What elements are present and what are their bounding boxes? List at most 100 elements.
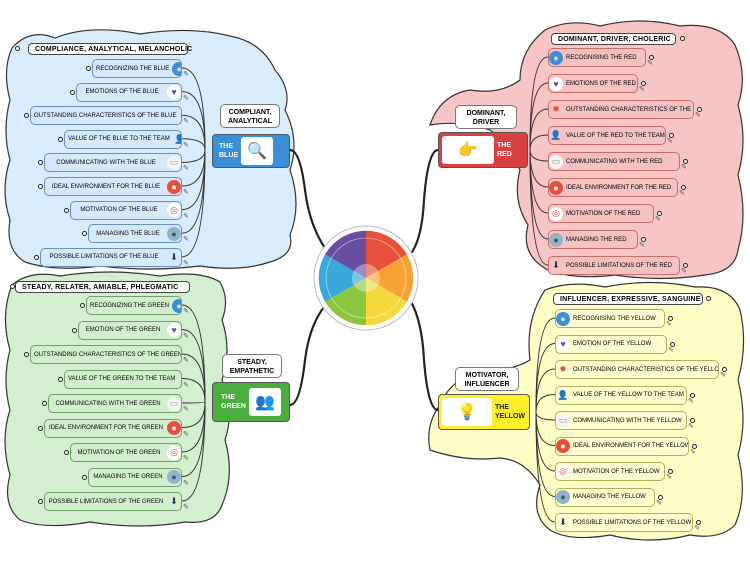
branch-node-dot[interactable] <box>38 499 43 504</box>
note-icon[interactable]: ✎ <box>667 138 673 145</box>
note-icon[interactable]: ✎ <box>183 357 189 364</box>
red-item-2[interactable]: ♥EMOTIONS OF THE RED <box>548 74 638 93</box>
green-central-node[interactable]: THE GREEN 👥 <box>212 382 290 422</box>
note-icon[interactable]: ✎ <box>656 499 662 507</box>
branch-node-dot[interactable] <box>657 211 662 216</box>
branch-node-dot[interactable] <box>42 401 47 406</box>
green-item-8[interactable]: MANAGING THE GREEN● <box>88 467 182 487</box>
note-icon[interactable]: ✎ <box>666 474 672 481</box>
blue-title-dot[interactable] <box>15 46 20 51</box>
blue-item-4[interactable]: VALUE OF THE BLUE TO THE TEAM👤 <box>64 129 182 149</box>
branch-node-dot[interactable] <box>64 450 69 455</box>
branch-node-dot[interactable] <box>696 520 701 525</box>
yellow-item-3[interactable]: ✹OUTSTANDING CHARACTERISTICS OF THE YELL… <box>555 360 719 379</box>
note-icon[interactable]: ✎ <box>681 164 687 171</box>
note-icon[interactable]: ✎ <box>183 94 189 102</box>
green-item-4[interactable]: VALUE OF THE GREEN TO THE TEAM👤 <box>64 369 182 389</box>
red-item-1[interactable]: ●RECOGNISING THE RED <box>548 48 646 67</box>
blue-item-7[interactable]: MOTIVATION OF THE BLUE◎ <box>70 200 182 220</box>
red-item-8[interactable]: ●MANAGING THE RED <box>548 230 638 249</box>
green-item-5[interactable]: COMMUNICATING WITH THE GREEN▭ <box>48 394 182 413</box>
note-icon[interactable]: ✎ <box>183 189 189 196</box>
yellow-item-4[interactable]: 👤VALUE OF THE YELLOW TO THE TEAM <box>555 385 687 405</box>
red-item-4[interactable]: 👤VALUE OF THE RED TO THE TEAM <box>548 126 666 145</box>
note-icon[interactable]: ✎ <box>720 372 726 379</box>
branch-node-dot[interactable] <box>24 113 29 119</box>
green-item-9[interactable]: POSSIBLE LIMITATIONS OF THE GREEN⬇ <box>44 492 182 511</box>
green-title[interactable]: STEADY, RELATER, AMIABLE, PHLEGMATIC <box>15 281 190 293</box>
branch-node-dot[interactable] <box>692 443 697 449</box>
branch-node-dot[interactable] <box>641 237 646 242</box>
red-item-3[interactable]: ✹OUTSTANDING CHARACTERISTICS OF THE RED <box>548 100 694 119</box>
branch-node-dot[interactable] <box>668 316 673 321</box>
red-item-7[interactable]: ◎MOTIVATION OF THE RED <box>548 204 654 223</box>
yellow-item-6[interactable]: ●IDEAL ENVIRONMENT FOR THE YELLOW <box>555 436 689 456</box>
red-title-dot[interactable] <box>680 36 685 41</box>
blue-title[interactable]: COMPLIANCE, ANALYTICAL, MELANCHOLIC <box>28 43 192 55</box>
note-icon[interactable]: ✎ <box>183 236 189 244</box>
yellow-item-9[interactable]: ⬇POSSIBLE LIMITATIONS OF THE YELLOW <box>555 513 693 532</box>
red-item-6[interactable]: ●IDEAL ENVIRONMENT FOR THE RED <box>548 178 678 197</box>
branch-node-dot[interactable] <box>722 367 727 372</box>
branch-node-dot[interactable] <box>681 185 686 190</box>
branch-node-dot[interactable] <box>668 469 673 474</box>
yellow-item-8[interactable]: ●MANAGING THE YELLOW <box>555 487 655 507</box>
note-icon[interactable]: ✎ <box>695 112 701 119</box>
green-item-2[interactable]: EMOTION OF THE GREEN♥ <box>78 320 182 340</box>
branch-node-dot[interactable] <box>641 81 646 86</box>
branch-node-dot[interactable] <box>669 133 674 138</box>
yellow-item-1[interactable]: ●RECOGNISING THE YELLOW <box>555 309 665 328</box>
note-icon[interactable]: ✎ <box>668 346 674 354</box>
blue-item-2[interactable]: EMOTIONS OF THE BLUE♥ <box>76 82 182 102</box>
note-icon[interactable]: ✎ <box>688 423 694 430</box>
note-icon[interactable]: ✎ <box>183 430 189 438</box>
note-icon[interactable]: ✎ <box>183 165 189 173</box>
green-item-1[interactable]: RECOGNIZING THE GREEN● <box>86 296 182 315</box>
branch-node-dot[interactable] <box>649 55 654 60</box>
note-icon[interactable]: ✎ <box>639 242 645 249</box>
branch-node-dot[interactable] <box>683 263 688 268</box>
note-icon[interactable]: ✎ <box>183 212 189 220</box>
yellow-item-7[interactable]: ◎MOTIVATION OF THE YELLOW <box>555 462 665 481</box>
note-icon[interactable]: ✎ <box>183 118 189 126</box>
note-icon[interactable]: ✎ <box>639 86 645 93</box>
red-item-5[interactable]: ▭COMMUNICATING WITH THE RED <box>548 152 680 171</box>
green-item-6[interactable]: IDEAL ENVIRONMENT FOR THE GREEN● <box>44 418 182 438</box>
branch-node-dot[interactable] <box>38 160 43 166</box>
green-item-7[interactable]: MOTIVATION OF THE GREEN◎ <box>70 443 182 462</box>
branch-node-dot[interactable] <box>38 425 43 431</box>
branch-node-dot[interactable] <box>82 474 87 480</box>
yellow-item-5[interactable]: ▭COMMUNICATING WITH THE YELLOW <box>555 411 687 430</box>
blue-item-9[interactable]: POSSIBLE LIMITATIONS OF THE BLUE⬇ <box>40 247 182 267</box>
note-icon[interactable]: ✎ <box>183 71 189 78</box>
red-item-9[interactable]: ⬇POSSIBLE LIMITATIONS OF THE RED <box>548 256 680 275</box>
blue-item-8[interactable]: MANAGING THE BLUE● <box>88 224 182 244</box>
note-icon[interactable]: ✎ <box>647 60 653 67</box>
branch-node-dot[interactable] <box>38 184 43 189</box>
blue-item-3[interactable]: OUTSTANDING CHARACTERISTICS OF THE BLUE✹ <box>30 106 182 126</box>
note-icon[interactable]: ✎ <box>183 455 189 462</box>
note-icon[interactable]: ✎ <box>679 190 685 197</box>
branch-node-dot[interactable] <box>70 89 75 95</box>
note-icon[interactable]: ✎ <box>183 479 189 487</box>
yellow-central-node[interactable]: 💡 THE YELLOW <box>438 394 530 430</box>
red-title[interactable]: DOMINANT, DRIVER, CHOLERIC <box>551 33 676 45</box>
branch-node-dot[interactable] <box>82 231 87 237</box>
yellow-item-2[interactable]: ♥EMOTION OF THE YELLOW <box>555 334 667 354</box>
note-icon[interactable]: ✎ <box>183 504 189 511</box>
note-icon[interactable]: ✎ <box>681 268 687 275</box>
branch-node-dot[interactable] <box>34 254 39 260</box>
branch-node-dot[interactable] <box>683 159 688 164</box>
branch-node-dot[interactable] <box>670 341 675 347</box>
branch-node-dot[interactable] <box>690 392 695 398</box>
note-icon[interactable]: ✎ <box>183 381 189 389</box>
branch-node-dot[interactable] <box>80 303 85 308</box>
note-icon[interactable]: ✎ <box>183 332 189 340</box>
note-icon[interactable]: ✎ <box>183 308 189 315</box>
yellow-title-dot[interactable] <box>706 296 711 301</box>
note-icon[interactable]: ✎ <box>655 216 661 223</box>
branch-node-dot[interactable] <box>24 352 29 357</box>
note-icon[interactable]: ✎ <box>688 397 694 405</box>
branch-node-dot[interactable] <box>58 136 63 142</box>
yellow-title[interactable]: INFLUENCER, EXPRESSIVE, SANGUINE <box>553 293 703 305</box>
